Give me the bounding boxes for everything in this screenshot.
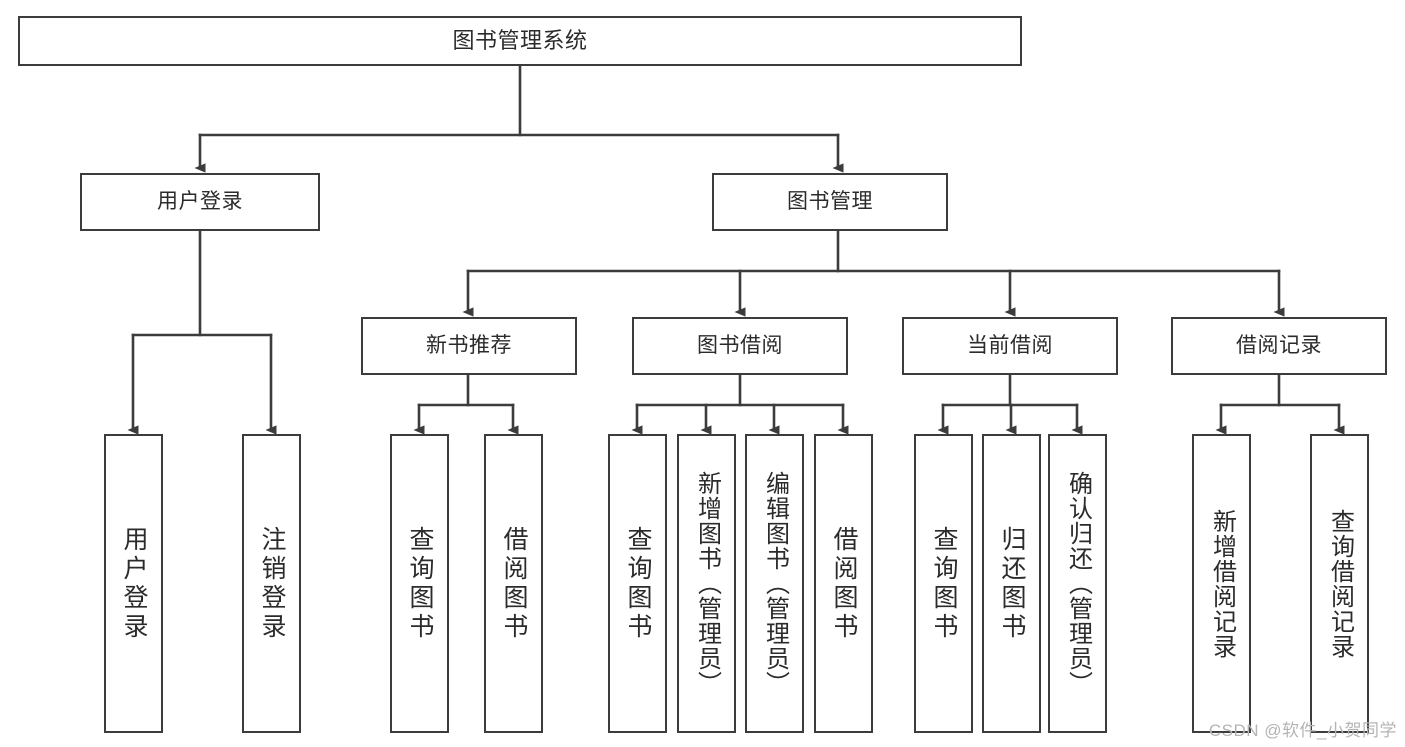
- leaf-current-return-book[interactable]: 归还图书: [982, 434, 1041, 733]
- node-label: 注销登录: [258, 525, 286, 642]
- node-book-borrow[interactable]: 图书借阅: [632, 317, 848, 375]
- leaf-borrow-add-book-admin[interactable]: 新增图书（管理员）: [677, 434, 736, 733]
- node-label: 当前借阅: [967, 333, 1053, 357]
- leaf-record-query-record[interactable]: 查询借阅记录: [1310, 434, 1369, 733]
- node-label: 归还图书: [998, 525, 1026, 642]
- node-label: 用户登录: [157, 189, 243, 213]
- node-label: 用户登录: [120, 525, 148, 642]
- node-label: 图书借阅: [697, 333, 783, 357]
- node-label: 新增借阅记录: [1208, 508, 1236, 659]
- leaf-current-confirm-return-admin[interactable]: 确认归还（管理员）: [1048, 434, 1107, 733]
- node-new-book-recommend[interactable]: 新书推荐: [361, 317, 577, 375]
- node-label: 借阅图书: [830, 525, 858, 642]
- leaf-user-login-login[interactable]: 用户登录: [104, 434, 163, 733]
- leaf-borrow-query-book[interactable]: 查询图书: [608, 434, 667, 733]
- leaf-new-book-query[interactable]: 查询图书: [390, 434, 449, 733]
- leaf-new-book-borrow[interactable]: 借阅图书: [484, 434, 543, 733]
- node-label: 图书管理系统: [452, 28, 588, 54]
- node-label: 查询图书: [930, 525, 958, 642]
- node-label: 确认归还（管理员）: [1064, 471, 1092, 696]
- node-label: 查询借阅记录: [1326, 508, 1354, 659]
- node-label: 编辑图书（管理员）: [761, 471, 789, 696]
- node-label: 查询图书: [406, 525, 434, 642]
- leaf-current-query-book[interactable]: 查询图书: [914, 434, 973, 733]
- node-label: 借阅图书: [500, 525, 528, 642]
- node-label: 新书推荐: [426, 333, 512, 357]
- node-label: 图书管理: [787, 189, 873, 213]
- watermark-text: CSDN @软件_小贺同学: [1208, 721, 1397, 740]
- node-label: 借阅记录: [1236, 333, 1322, 357]
- node-label: 新增图书（管理员）: [693, 471, 721, 696]
- leaf-user-login-logout[interactable]: 注销登录: [242, 434, 301, 733]
- node-book-management[interactable]: 图书管理: [712, 173, 948, 231]
- leaf-borrow-borrow-book[interactable]: 借阅图书: [814, 434, 873, 733]
- leaf-borrow-edit-book-admin[interactable]: 编辑图书（管理员）: [745, 434, 804, 733]
- node-root-system[interactable]: 图书管理系统: [18, 16, 1022, 66]
- node-borrow-record[interactable]: 借阅记录: [1171, 317, 1387, 375]
- node-user-login[interactable]: 用户登录: [80, 173, 320, 231]
- node-label: 查询图书: [624, 525, 652, 642]
- node-current-borrow[interactable]: 当前借阅: [902, 317, 1118, 375]
- leaf-record-add-record[interactable]: 新增借阅记录: [1192, 434, 1251, 733]
